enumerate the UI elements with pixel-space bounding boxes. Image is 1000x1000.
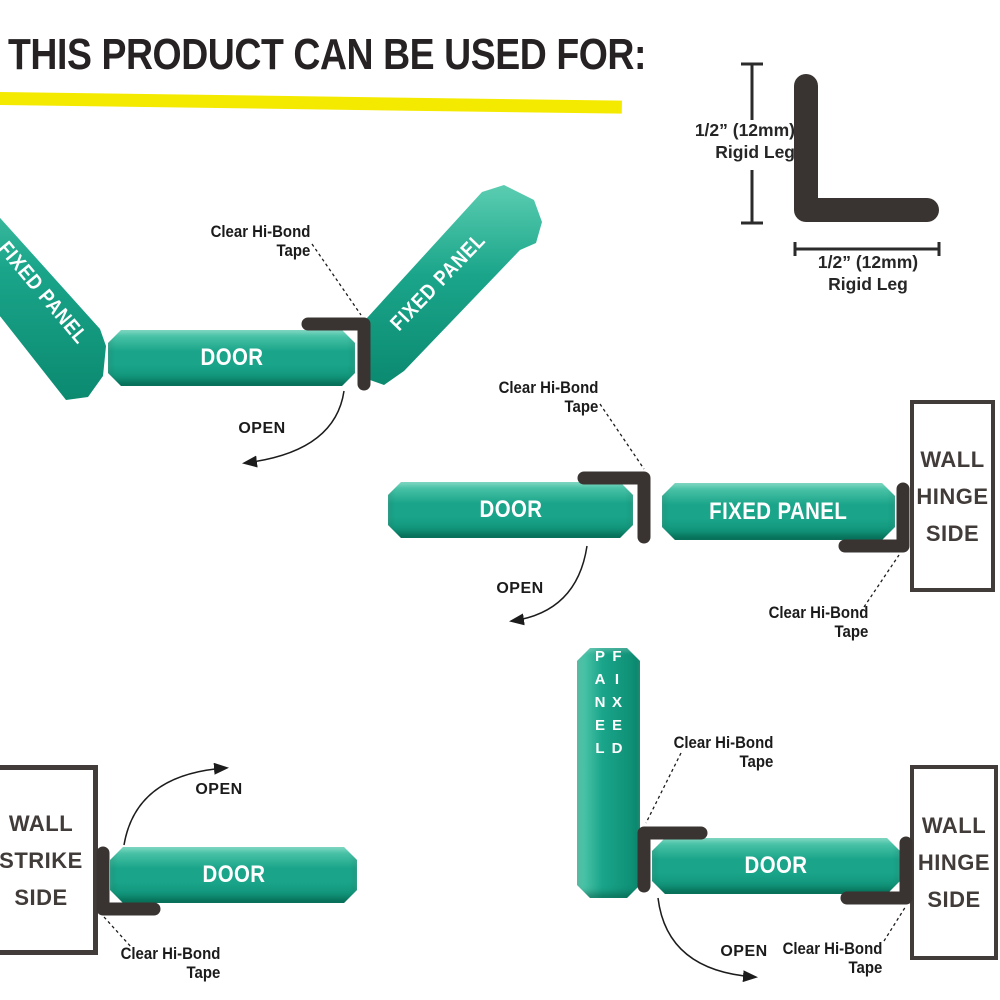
tape-label: Clear Hi-Bond Tape — [120, 944, 220, 982]
vertical-leg-name: Rigid Leg — [715, 142, 795, 162]
wall-hinge-side-box: WALL HINGE SIDE — [910, 765, 998, 960]
wall-hinge-line1: WALL — [920, 446, 985, 472]
tape-label: Clear Hi-Bond Tape — [673, 733, 773, 771]
door-panel-label: DOOR — [200, 344, 263, 371]
wall-strike-line2: STRIKE — [0, 847, 83, 873]
leader-line — [883, 905, 907, 942]
horizontal-leg-dimension: 1/2” (12mm) — [817, 252, 919, 272]
open-arrow — [657, 897, 758, 983]
door-panel-label: DOOR — [744, 852, 808, 879]
tape-label-line2: Tape — [834, 622, 868, 641]
horizontal-leg-name: Rigid Leg — [828, 274, 908, 294]
tape-label: Clear Hi-Bond Tape — [768, 603, 868, 641]
leader-line — [599, 403, 645, 470]
fixed-panel-angled-left — [0, 217, 106, 400]
door-panel-label: DOOR — [479, 496, 542, 523]
fixed-panel-label: FIXED PANEL — [386, 229, 491, 336]
tape-label: Clear Hi-Bond Tape — [498, 378, 598, 416]
open-label: OPEN — [238, 420, 286, 437]
vertical-leg-dimension-label: 1/2” (12mm) Rigid Leg — [695, 119, 795, 163]
open-label: OPEN — [720, 943, 768, 960]
wall-hinge-line3: SIDE — [927, 887, 981, 912]
leader-line — [311, 243, 362, 316]
fixed-panel-label: FIXED PANEL — [709, 497, 848, 525]
open-arrow — [123, 762, 229, 846]
tape-label-line1: Clear Hi-Bond — [210, 222, 310, 241]
leader-line — [863, 554, 900, 608]
tape-label-line2: Tape — [848, 958, 882, 977]
tape-label: Clear Hi-Bond Tape — [210, 222, 310, 260]
door-panel: DOOR — [388, 482, 633, 538]
tape-label-line2: Tape — [739, 752, 773, 771]
tape-label-line1: Clear Hi-Bond — [782, 939, 882, 958]
tape-label-line1: Clear Hi-Bond — [120, 944, 220, 963]
wall-strike-side-box: WALL STRIKE SIDE — [0, 765, 98, 955]
door-panel: DOOR — [110, 847, 357, 903]
fixed-panel-label: FIXED PANEL — [591, 648, 626, 763]
door-panel: DOOR — [652, 838, 900, 894]
tape-label-line2: Tape — [186, 963, 220, 982]
door-panel-label: DOOR — [202, 861, 265, 888]
tape-label: Clear Hi-Bond Tape — [782, 939, 882, 977]
open-label: OPEN — [496, 580, 544, 597]
fixed-panel-label: FIXED PANEL — [0, 237, 92, 349]
door-panel: DOOR — [108, 330, 355, 386]
wall-hinge-line3: SIDE — [925, 520, 980, 546]
tape-label-line1: Clear Hi-Bond — [673, 733, 773, 752]
horizontal-leg-dimension-label: 1/2” (12mm) Rigid Leg — [798, 251, 938, 295]
l-profile-cross-section — [794, 74, 939, 222]
wall-hinge-line2: HINGE — [916, 483, 989, 509]
wall-hinge-line1: WALL — [921, 813, 987, 838]
title-highlight-bar — [0, 92, 622, 114]
tape-label-line2: Tape — [276, 241, 310, 260]
fixed-panel-vertical: FIXED PANEL — [577, 648, 640, 898]
wall-hinge-side-box: WALL HINGE SIDE — [910, 400, 995, 592]
tape-label-line1: Clear Hi-Bond — [498, 378, 598, 397]
wall-strike-line1: WALL — [8, 810, 74, 836]
vertical-leg-dimension: 1/2” (12mm) — [694, 120, 795, 140]
page-title: THIS PRODUCT CAN BE USED FOR: — [8, 30, 647, 79]
fixed-panel-angled-right — [366, 185, 542, 385]
tape-label-line1: Clear Hi-Bond — [768, 603, 868, 622]
tape-label-line2: Tape — [564, 397, 598, 416]
open-label: OPEN — [195, 781, 243, 798]
fixed-panel: FIXED PANEL — [662, 483, 895, 540]
wall-strike-line3: SIDE — [14, 884, 68, 910]
wall-hinge-line2: HINGE — [917, 850, 991, 875]
